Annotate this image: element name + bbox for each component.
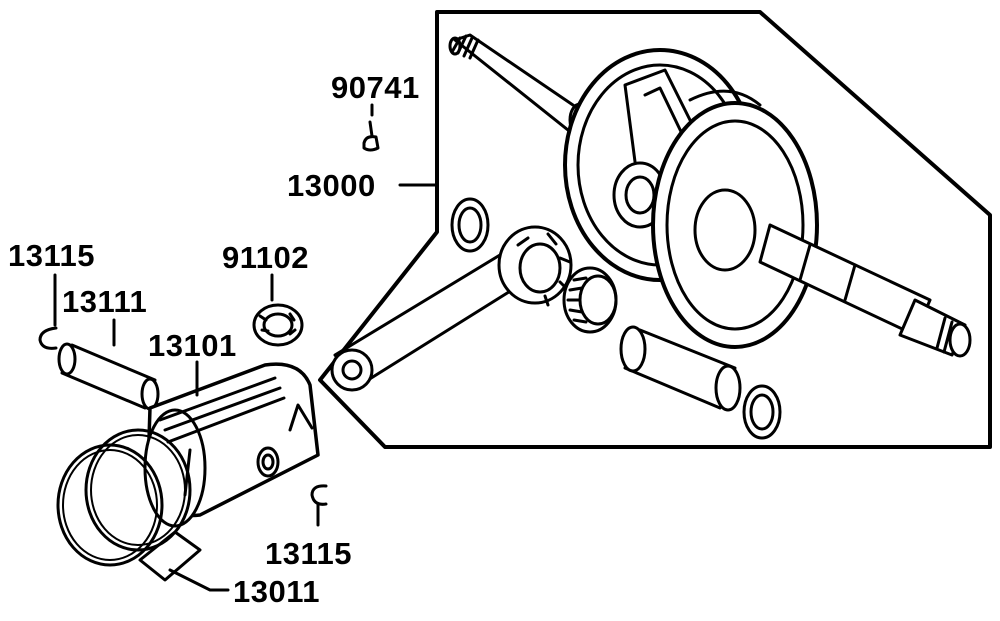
- label-piston-ring-set: 13011: [233, 574, 320, 609]
- crank-webs: [563, 48, 819, 349]
- label-crankshaft-assembly: 13000: [287, 168, 376, 203]
- label-circlip-left: 13115: [8, 238, 95, 273]
- circlip-right: [310, 484, 328, 506]
- label-woodruff-key: 90741: [331, 70, 420, 105]
- label-circlip-right: 13115: [265, 536, 352, 571]
- woodruff-key: [362, 120, 380, 152]
- small-end-needle-bearing: [252, 303, 304, 347]
- crankshaft-assembly-frame: [318, 10, 992, 449]
- piston-pin: [57, 342, 160, 411]
- leader-lines: [53, 103, 439, 592]
- label-needle-bearing: 91102: [222, 240, 309, 275]
- crank-washers: [450, 197, 782, 440]
- label-piston: 13101: [148, 328, 237, 363]
- big-end-needle-bearing: [562, 266, 618, 334]
- ring-set-bracket: [138, 530, 202, 582]
- crankshaft-right-shaft: [758, 223, 972, 358]
- crank-pin: [619, 325, 742, 412]
- piston-rings: [56, 428, 192, 567]
- circlip-left: [38, 326, 58, 350]
- connecting-rod: [330, 225, 573, 392]
- label-piston-pin: 13111: [62, 284, 148, 319]
